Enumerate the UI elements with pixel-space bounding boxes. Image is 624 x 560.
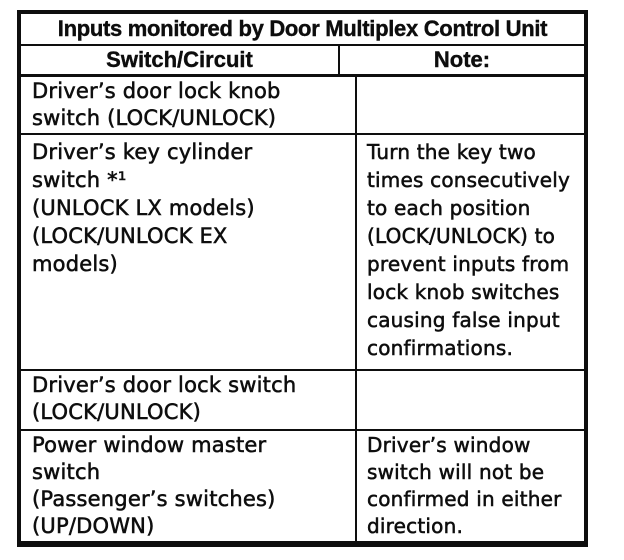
table-title: Inputs monitored by Door Multiplex Contr… xyxy=(21,14,584,46)
table-row: Driver’s door lock switch (LOCK/UNLOCK) xyxy=(21,371,584,431)
table-row: Power window master switch (Passenger’s … xyxy=(21,431,584,541)
inputs-monitored-table: Inputs monitored by Door Multiplex Contr… xyxy=(17,10,588,547)
row-1-switch-cell: Driver’s door lock knob switch (LOCK/UNL… xyxy=(21,77,357,133)
column-header-switch-circuit: Switch/Circuit xyxy=(21,46,340,74)
table-row: Driver’s key cylinder switch *¹ (UNLOCK … xyxy=(21,135,584,371)
row-1-note-cell xyxy=(357,77,584,133)
row-3-switch-cell: Driver’s door lock switch (LOCK/UNLOCK) xyxy=(21,371,357,429)
row-2-switch-cell: Driver’s key cylinder switch *¹ (UNLOCK … xyxy=(21,135,357,369)
row-4-note-cell: Driver’s window switch will not be confi… xyxy=(367,433,562,539)
table-header-row: Switch/Circuit Note: xyxy=(21,46,584,77)
row-4-switch-cell: Power window master switch (Passenger’s … xyxy=(21,431,357,541)
table-row: Driver’s door lock knob switch (LOCK/UNL… xyxy=(21,77,584,135)
row-2-note-cell: Turn the key two times consecutively to … xyxy=(367,140,570,361)
row-3-note-cell xyxy=(357,371,584,429)
column-header-note: Note: xyxy=(433,47,491,72)
